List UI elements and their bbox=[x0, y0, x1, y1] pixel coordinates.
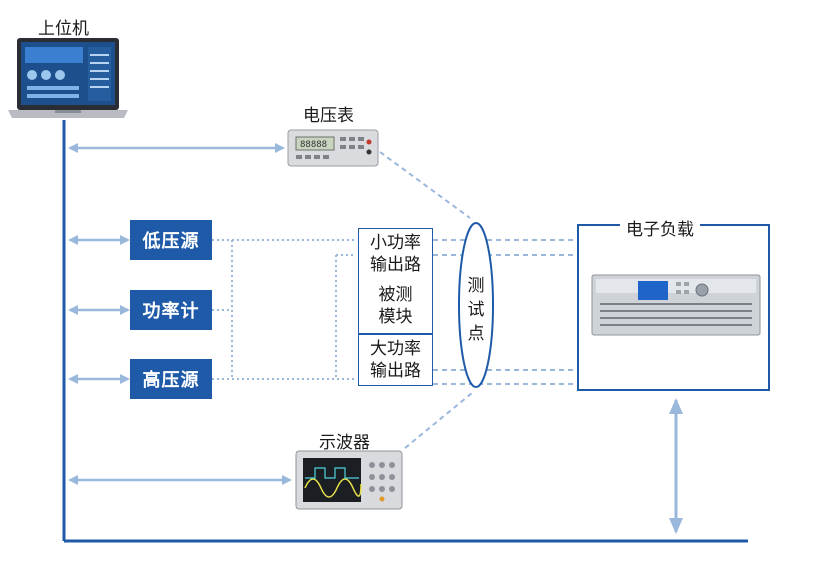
large-power-output: 大功率 输出路 bbox=[358, 334, 433, 386]
low-voltage-source: 低压源 bbox=[130, 220, 212, 260]
test-point-char-3: 点 bbox=[467, 324, 485, 344]
voltmeter-label: 电压表 bbox=[303, 106, 354, 126]
high-voltage-source: 高压源 bbox=[130, 359, 212, 399]
small-power-output: 小功率 输出路 bbox=[358, 228, 433, 280]
large-power-output-line1: 大功率 bbox=[370, 339, 421, 359]
small-power-output-line1: 小功率 bbox=[370, 233, 421, 253]
module-under-test-line2: 模块 bbox=[378, 307, 413, 327]
large-power-output-line2: 输出路 bbox=[370, 361, 421, 381]
svg-text:88888: 88888 bbox=[300, 140, 327, 150]
test-point-char-1: 测 bbox=[467, 276, 485, 296]
oscilloscope-icon bbox=[295, 450, 403, 510]
multimeter-icon: 88888 bbox=[287, 129, 379, 167]
host-pc-label: 上位机 bbox=[38, 19, 89, 39]
electronic-load-label: 电子负载 bbox=[620, 215, 700, 240]
test-point-label: 测 试 点 bbox=[462, 274, 490, 346]
module-under-test: 被测 模块 bbox=[358, 279, 433, 334]
laptop-icon bbox=[8, 38, 128, 118]
module-under-test-line1: 被测 bbox=[378, 285, 413, 305]
small-power-output-line2: 输出路 bbox=[370, 255, 421, 275]
power-meter: 功率计 bbox=[130, 290, 212, 330]
source-dotted-wiring bbox=[212, 239, 356, 380]
output-dashed-wiring bbox=[379, 151, 578, 449]
oscilloscope-label: 示波器 bbox=[319, 433, 370, 453]
electronic-load-icon bbox=[591, 274, 761, 336]
test-point-ellipse bbox=[458, 222, 494, 388]
test-point-char-2: 试 bbox=[467, 300, 485, 320]
